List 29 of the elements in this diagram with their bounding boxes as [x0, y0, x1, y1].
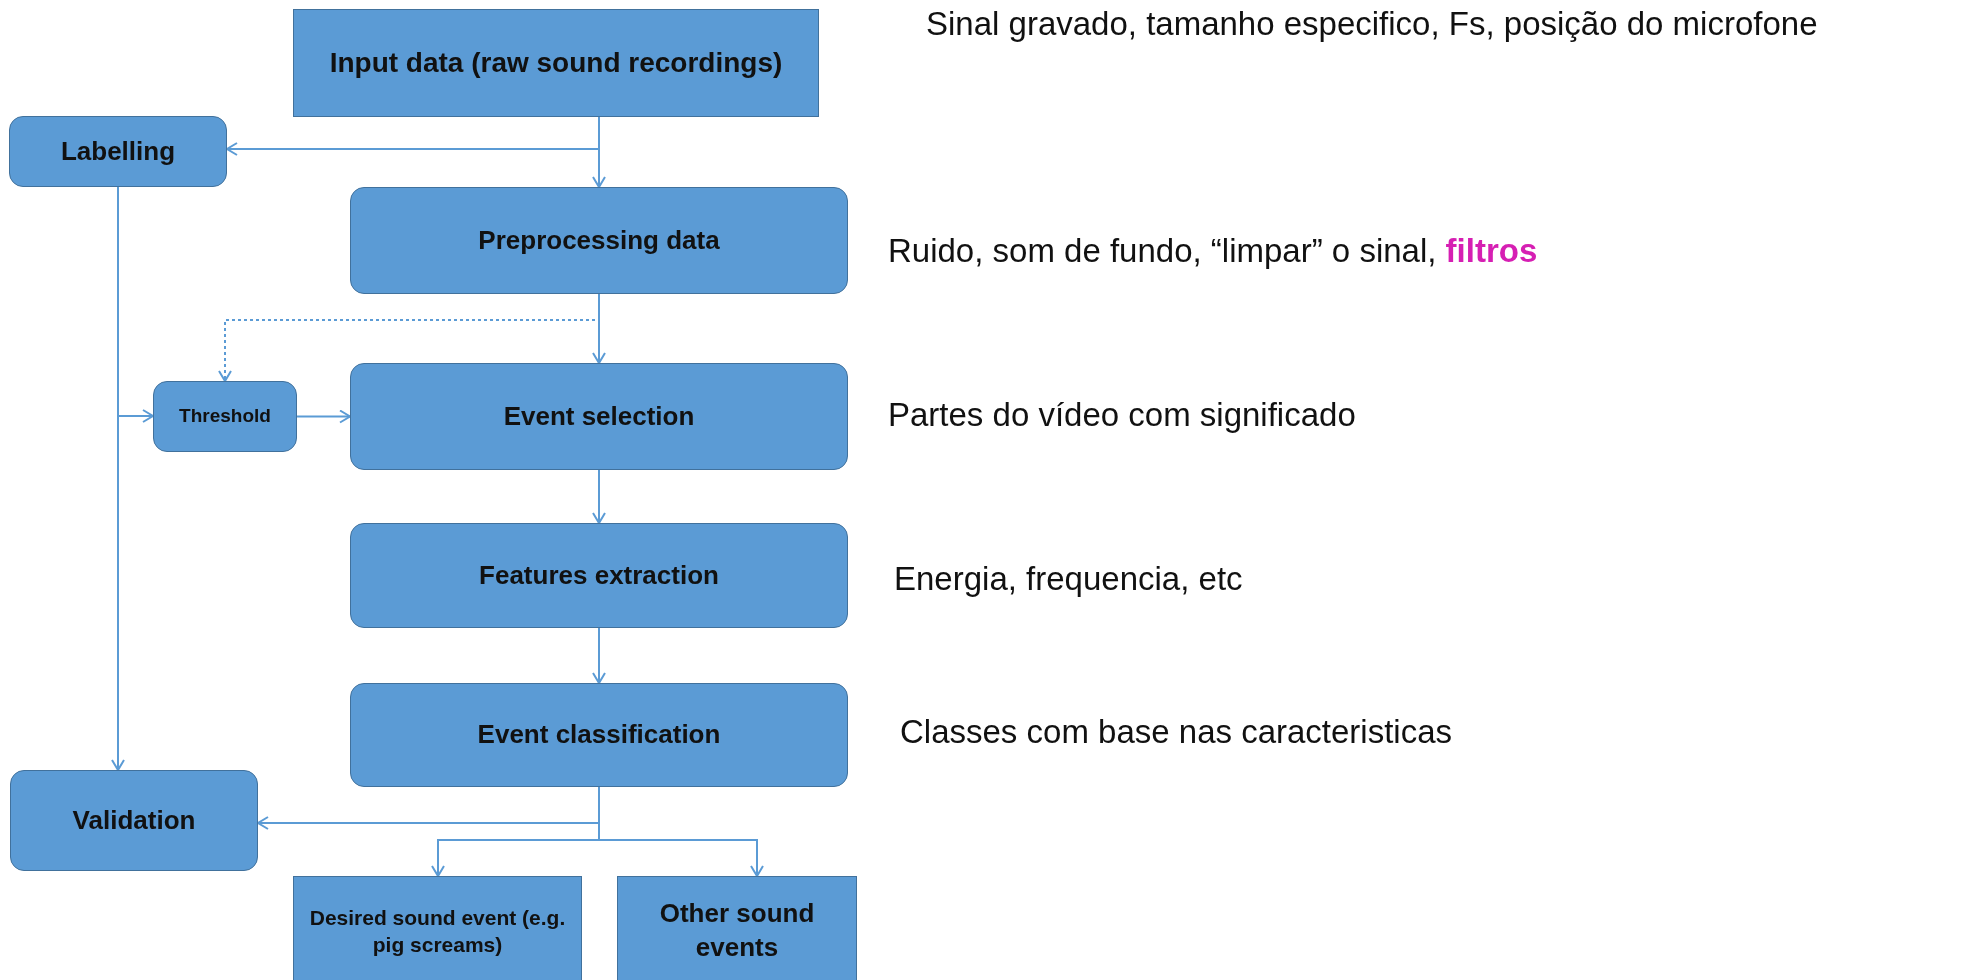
process-box	[293, 876, 582, 980]
annotation-text: Classes com base nas caracteristicas	[900, 713, 1453, 751]
annotation-text: Sinal gravado, tamanho especifico, Fs, posição do microfone	[926, 5, 1818, 43]
box-label: Event classification	[477, 718, 721, 752]
box-label: Preprocessing data	[478, 223, 720, 257]
arrow	[592, 469, 606, 524]
arrow	[598, 786, 764, 877]
process-box	[350, 523, 848, 628]
box-label: Other sound events	[658, 897, 816, 964]
process-box	[350, 187, 848, 294]
annotation-text: Ruido, som de fundo, “limpar” o sinal, filtros	[888, 232, 1538, 270]
box-label: Input data (raw sound recordings)	[329, 45, 783, 80]
process-box	[9, 116, 227, 187]
arrow	[296, 409, 351, 424]
annotation-text: Energia, frequencia, etc	[894, 560, 1243, 598]
process-box	[293, 9, 819, 117]
process-box	[617, 876, 857, 980]
box-label: Features extraction	[479, 558, 719, 592]
process-box	[10, 770, 258, 871]
process-box	[350, 363, 848, 470]
arrow	[592, 627, 606, 684]
box-label: Labelling	[60, 134, 176, 168]
process-box	[153, 381, 297, 452]
process-box	[350, 683, 848, 787]
box-label: Validation	[72, 803, 196, 837]
box-label: Desired sound event (e.g. pig screams)	[308, 904, 567, 958]
annotation-text: Partes do vídeo com significado	[888, 396, 1356, 434]
box-label: Threshold	[179, 404, 271, 429]
box-label: Event selection	[503, 399, 695, 433]
